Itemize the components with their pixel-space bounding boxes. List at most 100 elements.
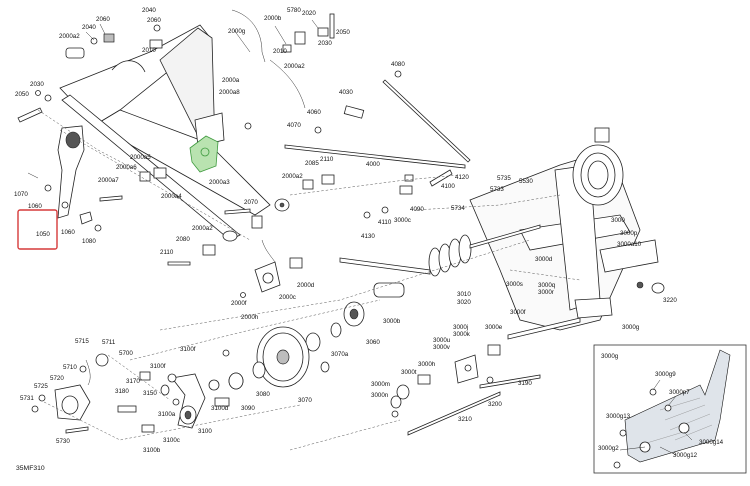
label-3000d: 3000d [535,256,553,263]
label-3100c: 3100c [163,437,180,444]
label-4120: 4120 [455,174,469,181]
label-3010: 3010 [457,291,471,298]
label-3180: 3180 [115,388,129,395]
label-3000g14: 3000g14 [699,439,724,446]
label-3000h: 3000h [418,361,436,368]
label-3000k: 3000k [453,331,471,338]
label-2010: 2010 [273,48,287,55]
sensor-assembly-5700 [31,353,109,434]
label-3000t: 3000t [401,369,417,376]
inset-title: 3000g [601,353,619,360]
label-2040: 2040 [142,7,156,14]
leader-lines [37,19,581,451]
label-3000c: 3000c [394,217,411,224]
label-5733: 5733 [490,186,504,193]
label-3000u: 3000u [433,337,451,344]
label-3070a: 3070a [331,351,349,358]
label-2000a2: 2000a2 [282,173,303,180]
label-5711: 5711 [102,339,116,346]
label-3070: 3070 [298,397,312,404]
label-3100f: 3100f [180,346,196,353]
label-2070: 2070 [244,199,258,206]
label-2000a: 2000a [222,77,240,84]
label-2110: 2110 [320,156,334,163]
label-3200: 3200 [488,401,502,408]
label-3000e: 3000e [485,324,503,331]
label-3000n: 3000n [371,392,389,399]
label-5710: 5710 [63,364,77,371]
label-3100f: 3100f [150,363,166,370]
label-3000s: 3000s [506,281,523,288]
label-3000m: 3000m [371,381,390,388]
label-3090: 3090 [241,405,255,412]
label-3000g: 3000g [622,324,640,331]
label-5720: 5720 [50,375,64,382]
label-5725: 5725 [34,383,48,390]
label-3000v: 3000v [433,344,451,351]
label-5780: 5780 [287,7,301,14]
label-3000b: 3000b [383,318,401,325]
part-labels: 2040 2060 2040 2060 2000a2 2010 2000g 20… [14,7,724,472]
label-2000a6: 2000a6 [116,164,137,171]
label-4000: 4000 [366,161,380,168]
label-3060: 3060 [366,339,380,346]
label-2000a8: 2000a8 [219,89,240,96]
label-2110: 2110 [160,249,174,256]
label-3190: 3190 [518,380,532,387]
label-3000a10: 3000a10 [617,241,642,248]
label-3000r: 3000r [538,289,554,296]
label-3020: 3020 [457,299,471,306]
label-2000a2: 2000a2 [192,225,213,232]
label-2000b: 2000b [264,15,282,22]
label-1070: 1070 [14,191,28,198]
label-5735: 5735 [497,175,511,182]
rod-assembly-4000 [284,70,471,219]
main-assembly-3000 [469,127,665,331]
upper-hardware [17,9,335,130]
label-2060: 2060 [147,17,161,24]
label-2080: 2080 [176,236,190,243]
main-frame-2000a [59,24,290,242]
label-2000a3: 2000a3 [209,179,230,186]
label-1060: 1060 [28,203,42,210]
label-5730: 5730 [56,438,70,445]
label-3000f: 3000f [510,309,526,316]
label-4060: 4060 [307,109,321,116]
link-hardware [99,167,335,266]
label-2000g: 2000g [228,28,246,35]
label-2000f: 2000f [231,300,247,307]
label-2000a7: 2000a7 [98,177,119,184]
label-2000a2: 2000a2 [59,33,80,40]
label-5530: 5530 [519,178,533,185]
label-3000p: 3000p [620,230,638,237]
label-3210: 3210 [458,416,472,423]
label-4030: 4030 [339,89,353,96]
label-4100: 4100 [441,183,455,190]
label-4130: 4130 [361,233,375,240]
label-2030: 2030 [318,40,332,47]
label-2040: 2040 [82,24,96,31]
label-2000c: 2000c [279,294,296,301]
label-3000j: 3000j [453,324,468,331]
highlight-box [17,209,58,250]
label-2020: 2020 [302,10,316,17]
label-3000g12: 3000g12 [673,452,698,459]
lever-assembly-3100 [117,349,230,433]
label-3080: 3080 [256,391,270,398]
label-3170: 3170 [126,378,140,385]
label-5715: 5715 [75,338,89,345]
label-3000g2: 3000g2 [598,445,619,452]
label-4090: 4090 [410,206,424,213]
label-5700: 5700 [119,350,133,357]
washers-3090 [228,372,244,390]
handle-1050 [27,125,102,232]
label-4070: 4070 [287,122,301,129]
label-3100d: 3100d [211,405,229,412]
label-3220: 3220 [663,297,677,304]
label-3000g13: 3000g13 [606,413,631,420]
label-2000h: 2000h [241,314,259,321]
label-3100b: 3100b [143,447,161,454]
label-2000a2: 2000a2 [284,63,305,70]
label-3000q: 3000q [538,282,556,289]
